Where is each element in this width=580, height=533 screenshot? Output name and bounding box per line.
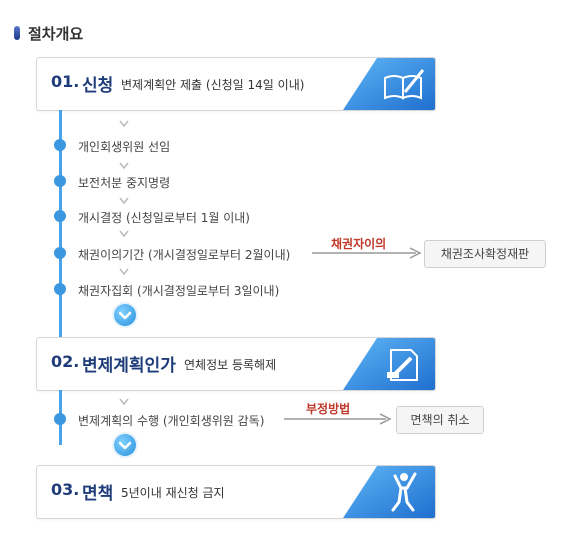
chevron-down-icon <box>114 304 136 326</box>
step-box-discharge: 03. 면책 5년이내 재신청 금지 <box>36 465 436 519</box>
timeline-line <box>59 110 62 338</box>
list-item: 개시결정 (신청일로부터 1월 이내) <box>78 211 250 225</box>
chevron-down-icon <box>114 434 136 456</box>
timeline-dot <box>54 175 66 187</box>
list-item: 변제계획의 수행 (개인회생위원 감독) <box>78 414 265 428</box>
section-title: 절차개요 <box>28 25 84 43</box>
person-celebrate-icon <box>343 466 435 518</box>
step-number: 01. <box>51 72 80 91</box>
step-description: 연체정보 등록해제 <box>184 358 277 372</box>
arrow-right-icon <box>312 247 422 259</box>
arrow-down-icon <box>119 398 129 406</box>
list-item: 개인회생위원 선임 <box>78 140 171 154</box>
step-number: 03. <box>51 480 80 499</box>
step-box-apply: 01. 신청 변제계획안 제출 (신청일 14일 이내) <box>36 57 436 111</box>
branch-target-box: 면책의 취소 <box>396 406 484 434</box>
step-box-approval: 02. 변제계획인가 연체정보 등록해제 <box>36 337 436 391</box>
approval-stamp-icon <box>343 338 435 390</box>
step-description: 변제계획안 제출 (신청일 14일 이내) <box>121 78 305 92</box>
timeline-dot <box>54 210 66 222</box>
arrow-right-icon <box>284 413 392 425</box>
list-item: 보전처분 중지명령 <box>78 176 171 190</box>
timeline-dot <box>54 139 66 151</box>
step-description: 5년이내 재신청 금지 <box>121 486 225 500</box>
step-name: 신청 <box>82 76 114 96</box>
section-bullet-icon <box>14 26 20 40</box>
book-pen-icon <box>343 58 435 110</box>
list-item: 채권이의기간 (개시결정일로부터 2월이내) <box>78 248 291 262</box>
arrow-down-icon <box>119 162 129 170</box>
list-item: 채권자집회 (개시결정일로부터 3일이내) <box>78 284 280 298</box>
timeline-dot <box>54 413 66 425</box>
timeline-dot <box>54 283 66 295</box>
step-name: 변제계획인가 <box>82 356 176 376</box>
arrow-down-icon <box>119 230 129 238</box>
timeline-dot <box>54 247 66 259</box>
step-name: 면책 <box>82 484 114 504</box>
arrow-down-icon <box>119 120 129 128</box>
step-number: 02. <box>51 352 80 371</box>
branch-target-box: 채권조사확정재판 <box>424 240 546 268</box>
arrow-down-icon <box>119 197 129 205</box>
branch-label: 부정방법 <box>306 402 351 416</box>
branch-label: 채권자이의 <box>331 237 387 251</box>
arrow-down-icon <box>119 268 129 276</box>
